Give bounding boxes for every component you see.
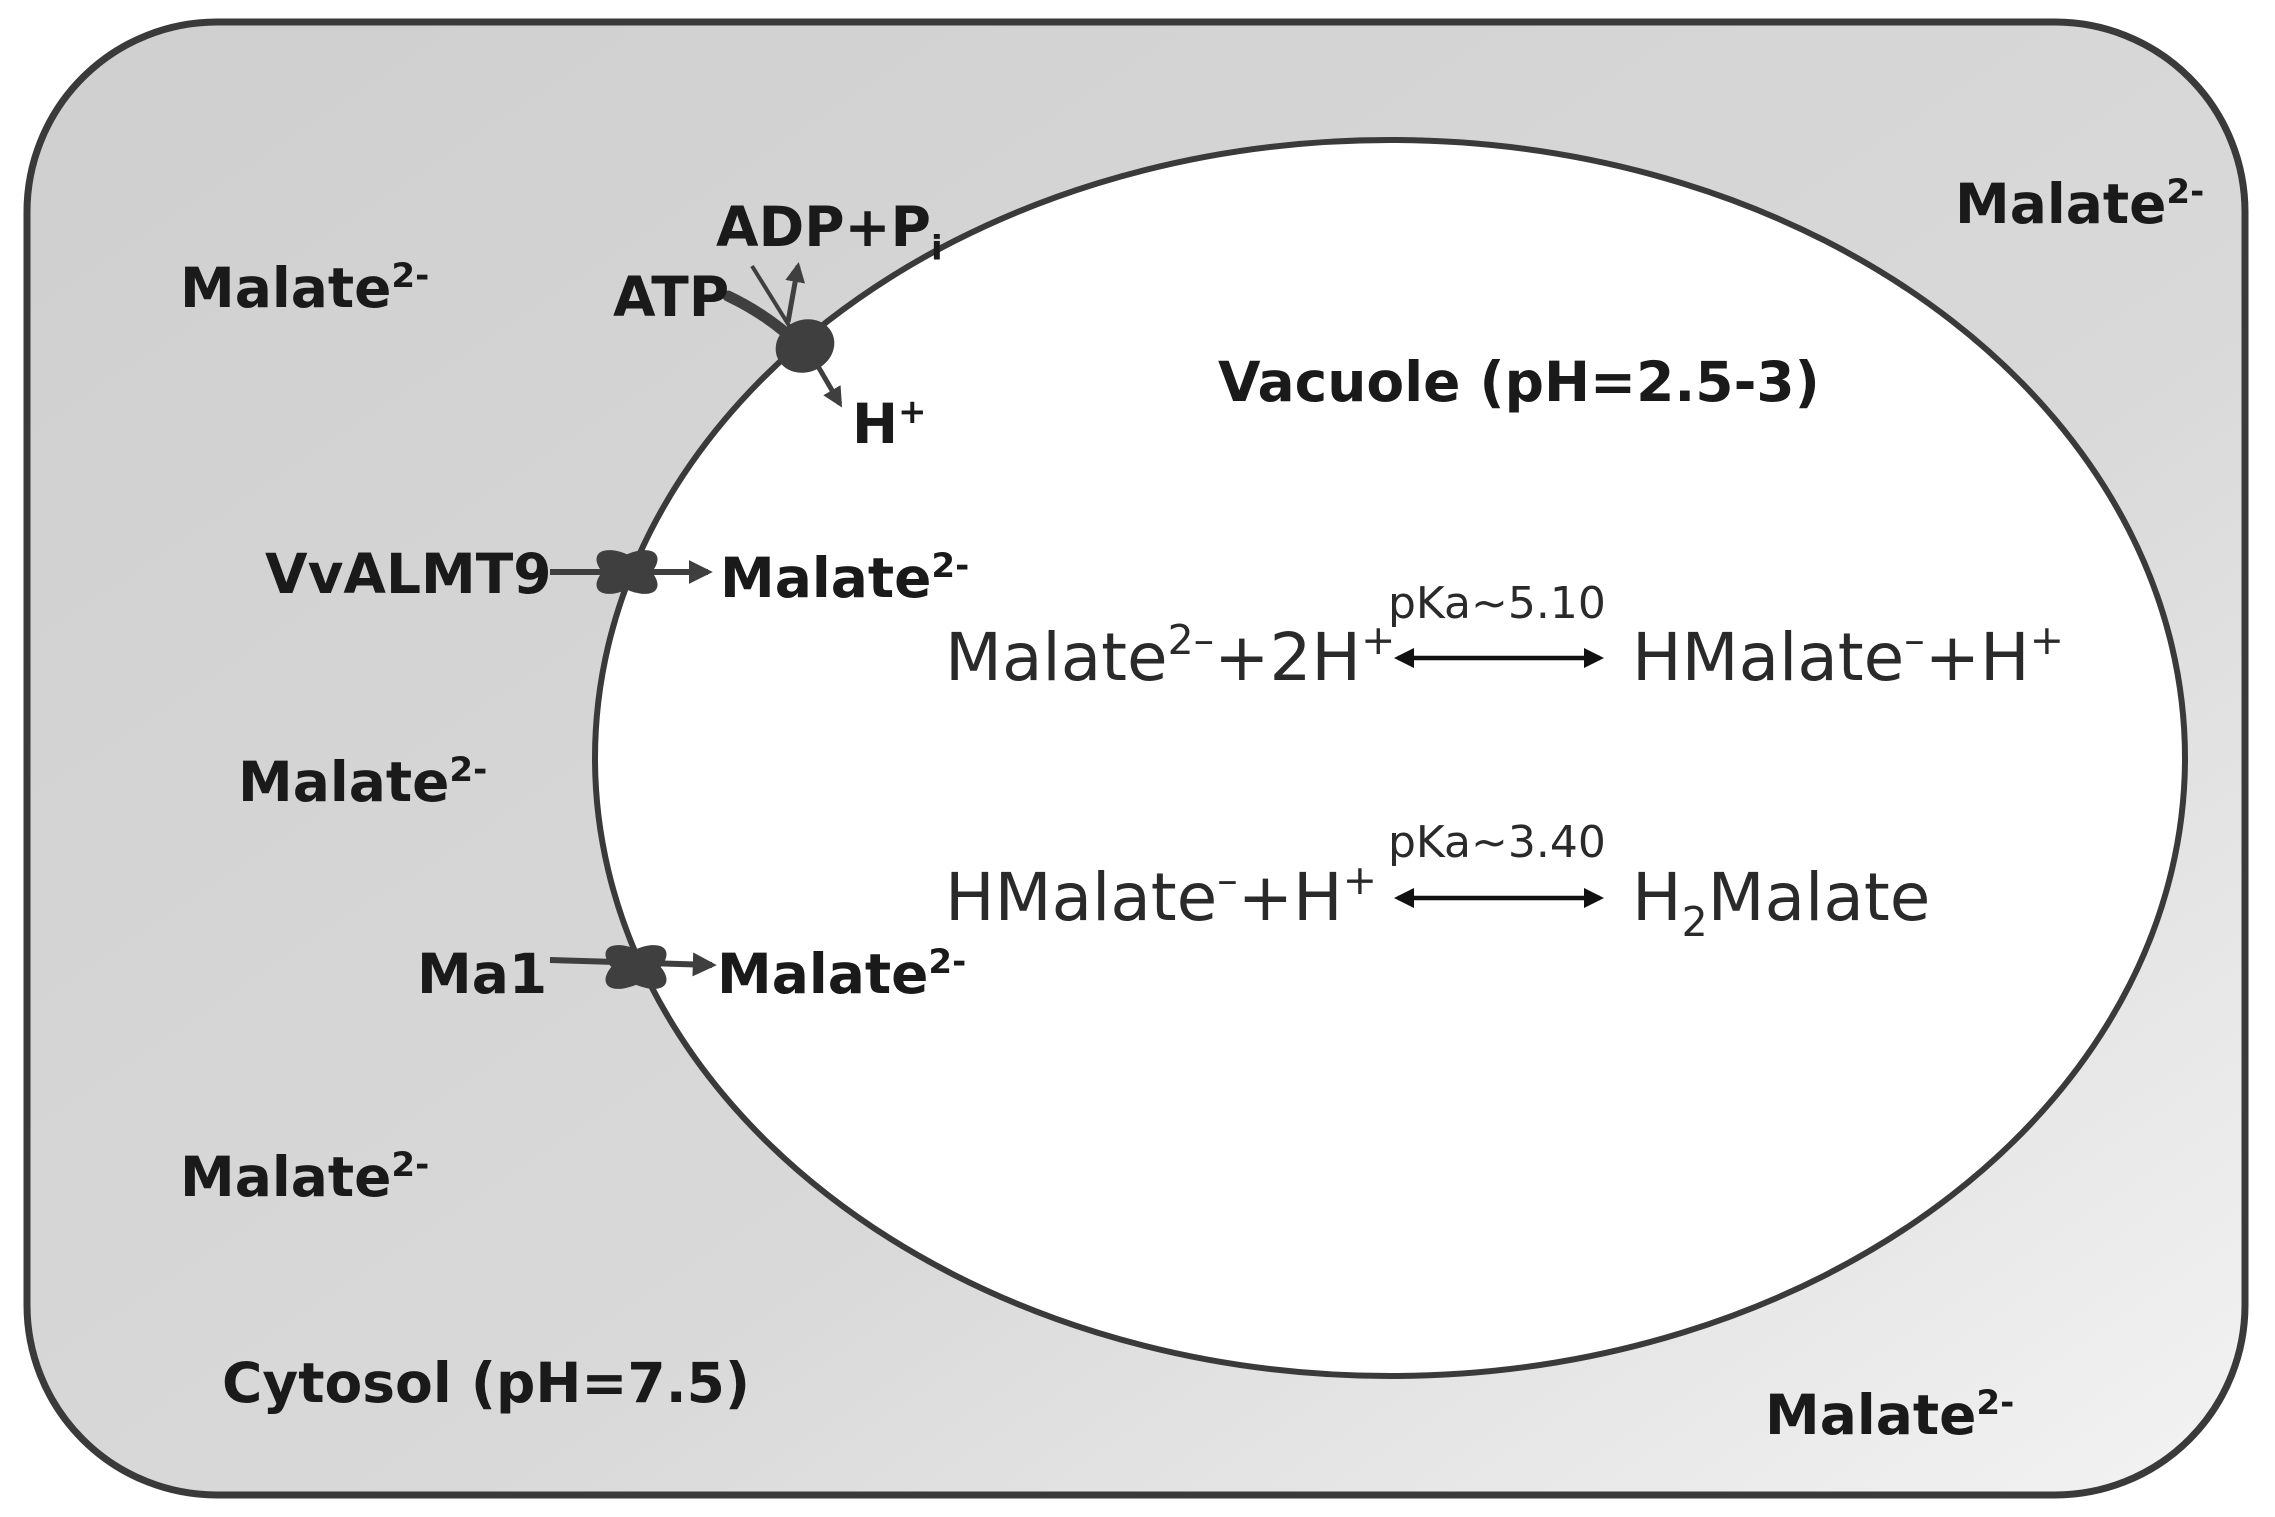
equilibrium-2-left-part-2: +H — [1238, 859, 1343, 936]
equilibrium-1-left-species: Malate2–+2H+ — [945, 616, 1395, 696]
equilibrium-1-right-part-2: +H — [1925, 619, 2030, 696]
pump-arrow-diagonal — [750, 264, 800, 342]
cytosol-malate-label-5: Malate2- — [1765, 1383, 2014, 1447]
ma1-label: Ma1 — [417, 942, 547, 1006]
equilibrium-2-pka: pKa~3.40 — [1388, 817, 1606, 868]
cytosol-malate-label-4: Malate2- — [180, 1145, 429, 1209]
equilibrium-1-left-part-2: +2H — [1214, 619, 1361, 696]
vacuole-membrane — [592, 137, 2188, 1379]
h-plus-output-arrow — [809, 354, 843, 408]
h-plus-label: H+ — [852, 392, 927, 456]
equilibrium-2-left-species: HMalate–+H+ — [945, 856, 1377, 936]
equilibrium-2-right-species: H2Malate — [1632, 859, 1930, 946]
cytosol-label: Cytosol (pH=7.5) — [222, 1351, 750, 1415]
atp-input-arrow — [722, 290, 806, 352]
equilibrium-1-pka: pKa~5.10 — [1388, 578, 1606, 629]
equilibrium-2-right-part-0: H — [1632, 859, 1682, 936]
ma1-product-label: Malate2- — [717, 942, 966, 1006]
atp-label: ATP — [613, 265, 729, 329]
vvalmt9-label: VvALMT9 — [265, 542, 552, 606]
ma1-transporter — [549, 945, 717, 989]
vacuole-label: Vacuole (pH=2.5-3) — [1218, 350, 1820, 414]
equilibrium-2-left-part-3: + — [1343, 856, 1377, 904]
cytosol-malate-label-2: Malate2- — [1955, 172, 2204, 236]
proton-pump — [722, 262, 843, 408]
adp-pi-label: ADP+Pi — [716, 195, 943, 269]
ma1-lobe-b — [605, 945, 667, 989]
equilibrium-2-right-part-2: Malate — [1708, 859, 1931, 936]
equilibrium-1-right-species: HMalate–+H+ — [1632, 616, 2064, 696]
equilibrium-2-left-part-1: – — [1217, 856, 1237, 904]
adp-output-arrow — [785, 262, 806, 323]
equilibrium-1-right-part-1: – — [1904, 616, 1924, 664]
vvalmt9-transporter — [550, 550, 713, 594]
equilibrium-2-right-part-1: 2 — [1682, 898, 1708, 946]
equilibrium-1-left-part-3: + — [1361, 616, 1395, 664]
cytosol-malate-label-1: Malate2- — [180, 256, 429, 320]
equilibrium-1-left-part-1: 2– — [1168, 616, 1214, 664]
vvalmt9-product-label: Malate2- — [720, 546, 969, 610]
equilibrium-1-right-part-0: HMalate — [1632, 619, 1904, 696]
equilibrium-2-left-part-0: HMalate — [945, 859, 1217, 936]
ma1-arrow — [549, 952, 717, 977]
cytosol-malate-label-3: Malate2- — [238, 750, 487, 814]
equilibrium-1-left-part-0: Malate — [945, 619, 1168, 696]
equilibrium-1-right-part-3: + — [2030, 616, 2064, 664]
